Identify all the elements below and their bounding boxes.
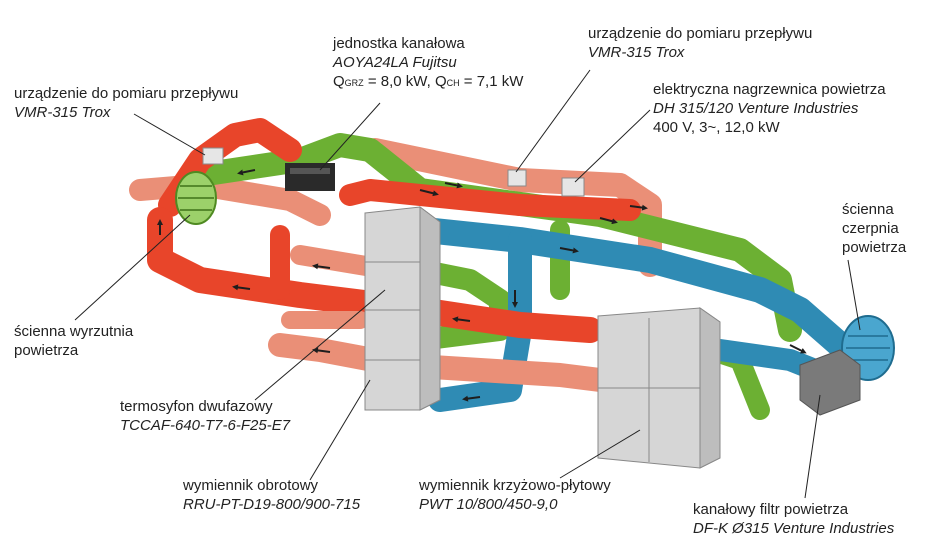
- label-rotary-exchanger: wymiennik obrotowy RRU-PT-D19-800/900-71…: [183, 476, 360, 514]
- label-cross-plate-exchanger: wymiennik krzyżowo-płytowy PWT 10/800/45…: [419, 476, 611, 514]
- duct-unit-box: [285, 163, 335, 191]
- flow-meter-left-model: VMR-315 Trox: [14, 103, 238, 122]
- q-heat-subscript: GRZ: [345, 78, 364, 88]
- label-flow-meter-left: urządzenie do pomiaru przepływu VMR-315 …: [14, 84, 238, 122]
- rotary-exchanger-model: RRU-PT-D19-800/900-715: [183, 495, 360, 514]
- flow-meter-right-model: VMR-315 Trox: [588, 43, 812, 62]
- thermosiphon-name: termosyfon dwufazowy: [120, 397, 290, 416]
- rotary-exchanger-name: wymiennik obrotowy: [183, 476, 360, 495]
- q-heat-value: = 8,0 kW, Q: [364, 73, 447, 90]
- duct-filter-name: kanałowy filtr powietrza: [693, 500, 894, 519]
- label-duct-unit: jednostka kanałowa AOYA24LA Fujitsu QGRZ…: [333, 34, 523, 93]
- wall-intake-line1: ścienna: [842, 200, 906, 219]
- wall-intake-line3: powietrza: [842, 238, 906, 257]
- electric-heater-model: DH 315/120 Venture Industries: [653, 99, 886, 118]
- label-wall-exhaust: ścienna wyrzutnia powietrza: [14, 322, 133, 360]
- duct-filter-model: DF-K Ø315 Venture Industries: [693, 519, 894, 538]
- flow-meter-right-name: urządzenie do pomiaru przepływu: [588, 24, 812, 43]
- thermosiphon-model: TCCAF-640-T7-6-F25-E7: [120, 416, 290, 435]
- duct-unit-model: AOYA24LA Fujitsu: [333, 53, 523, 72]
- label-wall-intake: ścienna czerpnia powietrza: [842, 200, 906, 257]
- electric-heater-name: elektryczna nagrzewnica powietrza: [653, 80, 886, 99]
- label-flow-meter-right: urządzenie do pomiaru przepływu VMR-315 …: [588, 24, 812, 62]
- wall-exhaust-grille: [176, 172, 216, 224]
- flow-meter-left-name: urządzenie do pomiaru przepływu: [14, 84, 238, 103]
- q-heat-symbol: Q: [333, 73, 345, 90]
- cross-plate-exchanger-model: PWT 10/800/450-9,0: [419, 495, 611, 514]
- q-cool-subscript: CH: [447, 78, 460, 88]
- rotary-exchanger-unit: [365, 207, 440, 410]
- label-duct-filter: kanałowy filtr powietrza DF-K Ø315 Ventu…: [693, 500, 894, 538]
- q-cool-value: = 7,1 kW: [460, 73, 524, 90]
- duct-unit-name: jednostka kanałowa: [333, 34, 523, 53]
- wall-intake-line2: czerpnia: [842, 219, 906, 238]
- electric-heater-spec: 400 V, 3~, 12,0 kW: [653, 118, 886, 137]
- cross-plate-exchanger-name: wymiennik krzyżowo-płytowy: [419, 476, 611, 495]
- label-electric-heater: elektryczna nagrzewnica powietrza DH 315…: [653, 80, 886, 137]
- wall-exhaust-line2: powietrza: [14, 341, 133, 360]
- wall-exhaust-line1: ścienna wyrzutnia: [14, 322, 133, 341]
- label-thermosiphon: termosyfon dwufazowy TCCAF-640-T7-6-F25-…: [120, 397, 290, 435]
- duct-unit-capacity: QGRZ = 8,0 kW, QCH = 7,1 kW: [333, 72, 523, 93]
